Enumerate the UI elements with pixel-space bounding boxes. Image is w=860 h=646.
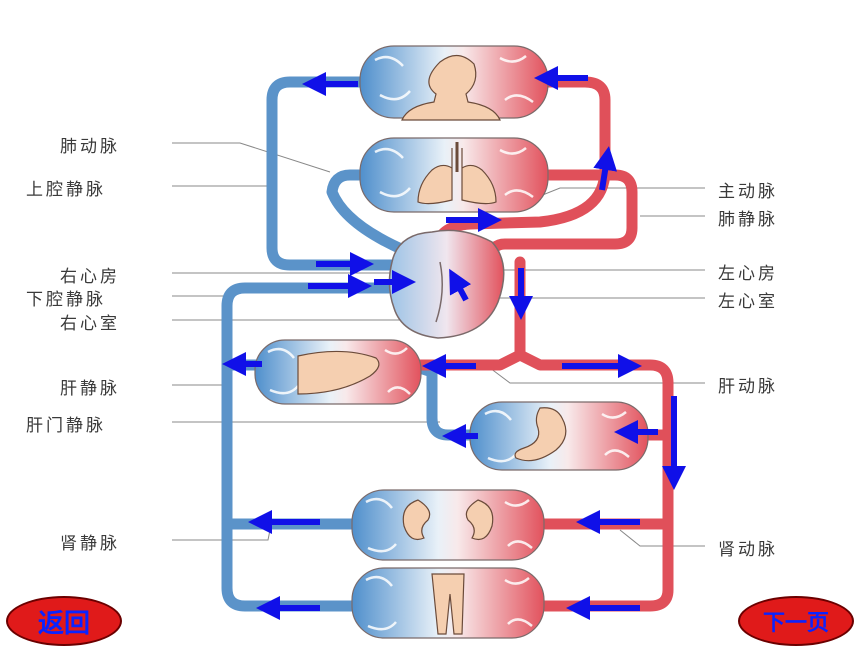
liver-icon (297, 350, 380, 395)
arrow-aorta-up (593, 146, 618, 191)
label-right-ventricle: 右心室 (60, 314, 120, 334)
head-icon (401, 54, 501, 121)
back-button[interactable]: 返回 (6, 596, 122, 646)
label-hepatic-portal-vein: 肝门静脉 (26, 416, 106, 436)
lungs-icon (417, 142, 497, 205)
label-left-ventricle: 左心室 (718, 292, 778, 312)
heart (388, 229, 505, 339)
stomach-icon (514, 407, 567, 462)
capillary-mesh (267, 55, 630, 631)
legs-icon (431, 573, 465, 635)
label-superior-vena-cava: 上腔静脉 (26, 180, 106, 200)
arrow-lv-aorta (449, 268, 472, 302)
label-renal-artery: 肾动脉 (718, 540, 778, 560)
label-hepatic-artery: 肝动脉 (718, 377, 778, 397)
label-left-atrium: 左心房 (718, 264, 778, 284)
label-renal-vein: 肾静脉 (60, 534, 120, 554)
label-inferior-vena-cava: 下腔静脉 (26, 290, 106, 310)
label-pulmonary-artery: 肺动脉 (60, 137, 120, 157)
kidneys-icon (402, 499, 494, 541)
label-right-atrium: 右心房 (60, 267, 120, 287)
lung-capillary-bed (359, 137, 549, 213)
flow-arrows (222, 66, 686, 620)
next-page-button[interactable]: 下一页 (738, 596, 854, 646)
kidney-capillary-bed (351, 489, 545, 561)
label-pulmonary-vein: 肺静脉 (718, 210, 778, 230)
label-aorta: 主动脉 (718, 182, 778, 202)
capillary-beds (254, 45, 649, 639)
leader-lines (172, 142, 705, 547)
label-hepatic-vein: 肝静脉 (60, 379, 120, 399)
